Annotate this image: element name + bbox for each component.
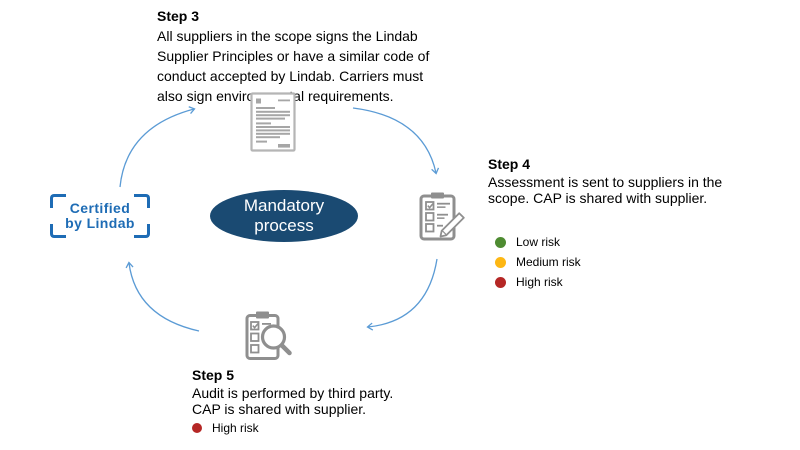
legend-item-high-risk: High risk [192, 421, 393, 435]
low-risk-dot [495, 236, 506, 248]
legend-label: High risk [212, 421, 259, 435]
bracket-corner-icon [134, 194, 150, 208]
step3-line: All suppliers in the scope signs the Lin… [157, 28, 418, 44]
risk-legend: Low risk Medium risk High risk [495, 232, 581, 292]
step5-line: CAP is shared with supplier. [192, 401, 367, 417]
step4-line: Assessment is sent to suppliers in the [488, 174, 723, 190]
certified-by-lindab-logo: Certified by Lindab [50, 194, 150, 238]
bracket-corner-icon [50, 194, 66, 208]
step3-line: conduct accepted by Lindab. Carriers mus… [157, 68, 424, 84]
audit-magnifier-icon [245, 311, 292, 360]
step4-title: Step 4 [488, 156, 531, 172]
logo-text-line: Certified [69, 200, 131, 216]
medium-risk-dot [495, 256, 506, 268]
magnifier-handle [279, 343, 292, 356]
pencil-icon [439, 212, 465, 238]
high-risk-dot [192, 423, 202, 433]
step5-title: Step 5 [192, 367, 235, 383]
step5-block: Step 5 Audit is performed by third party… [192, 366, 393, 435]
legend-item-low-risk: Low risk [495, 232, 581, 252]
supplier-principles-document-icon [250, 92, 296, 152]
assessment-checklist-icon [419, 192, 465, 241]
ellipse-text-line: process [254, 216, 314, 235]
legend-item-medium-risk: Medium risk [495, 252, 581, 272]
step3-title: Step 3 [157, 8, 200, 24]
step3-block: Step 3 All suppliers in the scope signs … [157, 6, 429, 106]
high-risk-dot [495, 276, 506, 288]
legend-label: Medium risk [516, 255, 581, 269]
arrow-logo-to-step3 [119, 106, 196, 188]
logo-text-line: by Lindab [65, 215, 135, 231]
bracket-corner-icon [50, 224, 66, 238]
bracket-corner-icon [134, 224, 150, 238]
mandatory-process-ellipse: Mandatory process [210, 190, 358, 242]
arrow-step4-to-step5 [366, 258, 438, 331]
ellipse-text-line: Mandatory [243, 196, 325, 215]
step5-line: Audit is performed by third party. [192, 385, 394, 401]
legend-label: High risk [516, 275, 563, 289]
arrow-step3-to-step4 [352, 107, 440, 175]
magnifier-lens [260, 324, 287, 350]
step4-block: Step 4 Assessment is sent to suppliers i… [488, 155, 722, 206]
arrow-step5-to-logo [125, 261, 200, 332]
step4-line: scope. CAP is shared with supplier. [488, 190, 708, 206]
step3-line: Supplier Principles or have a similar co… [157, 48, 430, 64]
legend-label: Low risk [516, 235, 561, 249]
legend-item-high-risk: High risk [495, 272, 581, 292]
